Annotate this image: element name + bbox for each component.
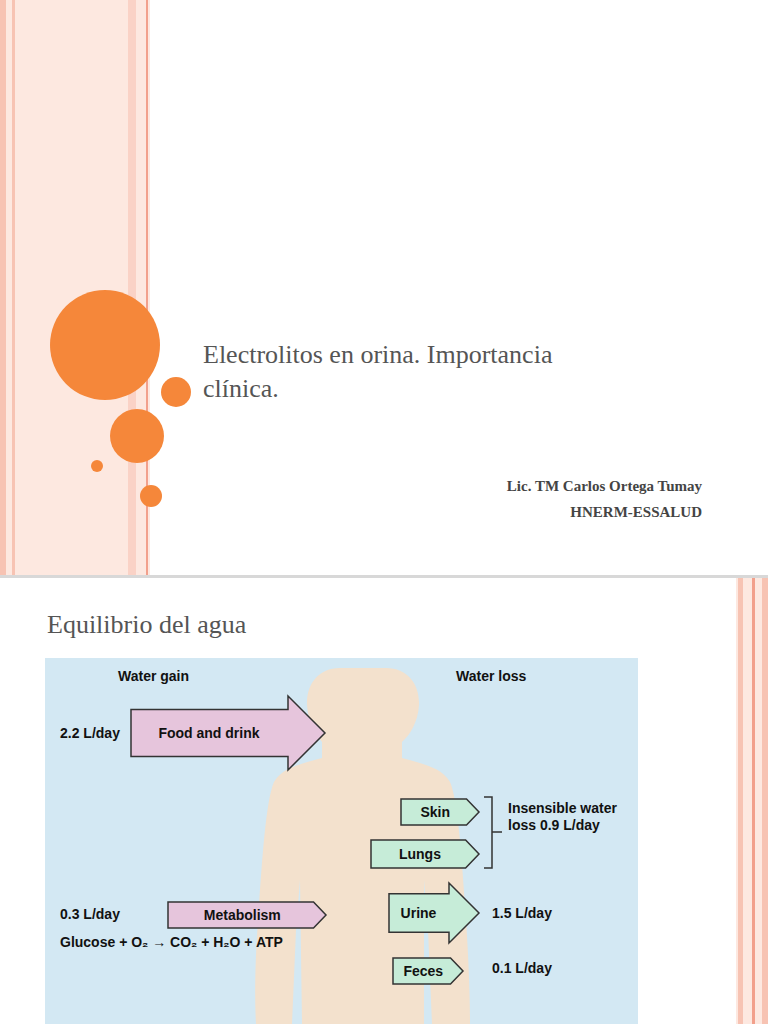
loss-arrow: Skin xyxy=(400,797,480,827)
loss-arrow: Urine xyxy=(388,882,480,944)
arrow-label: Metabolism xyxy=(204,907,281,923)
gain-arrow: Food and drink xyxy=(130,695,326,771)
stripe xyxy=(752,578,755,1024)
orange-circle xyxy=(161,377,191,407)
author-name: Lic. TM Carlos Ortega Tumay xyxy=(402,478,702,495)
orange-circle xyxy=(110,409,164,463)
arrow-outline xyxy=(389,883,479,943)
arrow-outline xyxy=(371,840,479,868)
side-band xyxy=(0,0,150,575)
arrow-outline xyxy=(401,799,479,825)
stripe xyxy=(12,0,15,575)
rate-value: 0.1 L/day xyxy=(492,960,592,976)
slide-heading: Equilibrio del agua xyxy=(47,610,547,640)
loss-arrow: Feces xyxy=(392,956,464,986)
loss-arrow: Lungs xyxy=(370,838,480,870)
arrow-outline xyxy=(393,958,463,984)
rate-value: 0.3 L/day xyxy=(60,906,160,922)
arrow-label: Lungs xyxy=(399,846,441,862)
slide-title: Electrolitos en orina. Importancia clíni… xyxy=(203,338,623,406)
equation: Glucose + O₂ → CO₂ + H₂O + ATP xyxy=(60,934,360,950)
slide-1 xyxy=(0,0,768,575)
orange-circle xyxy=(140,485,162,507)
arrow-label: Urine xyxy=(401,905,437,921)
orange-circle xyxy=(50,290,160,400)
arrow-label: Skin xyxy=(420,804,450,820)
stripe xyxy=(762,578,768,1024)
stripe xyxy=(0,0,6,575)
bracket xyxy=(484,797,502,868)
institution: HNERM-ESSALUD xyxy=(402,504,702,521)
arrow-outline xyxy=(168,902,326,928)
column-heading: Water loss xyxy=(456,668,606,684)
slide-2 xyxy=(0,578,768,1024)
stripe xyxy=(128,0,136,575)
slide-divider xyxy=(0,575,768,578)
rate-value: 1.5 L/day xyxy=(492,905,592,921)
gain-arrow: Metabolism xyxy=(167,900,327,930)
orange-circle xyxy=(91,460,103,472)
column-heading: Water gain xyxy=(118,668,268,684)
rate-note: Insensible water loss 0.9 L/day xyxy=(508,800,626,834)
rate-value: 2.2 L/day xyxy=(60,725,140,741)
side-band xyxy=(736,578,768,1024)
arrow-label: Feces xyxy=(403,963,443,979)
diagram-panel xyxy=(45,658,638,1024)
arrow-label: Food and drink xyxy=(158,725,259,741)
stripe xyxy=(738,578,743,1024)
arrow-outline xyxy=(131,696,325,770)
